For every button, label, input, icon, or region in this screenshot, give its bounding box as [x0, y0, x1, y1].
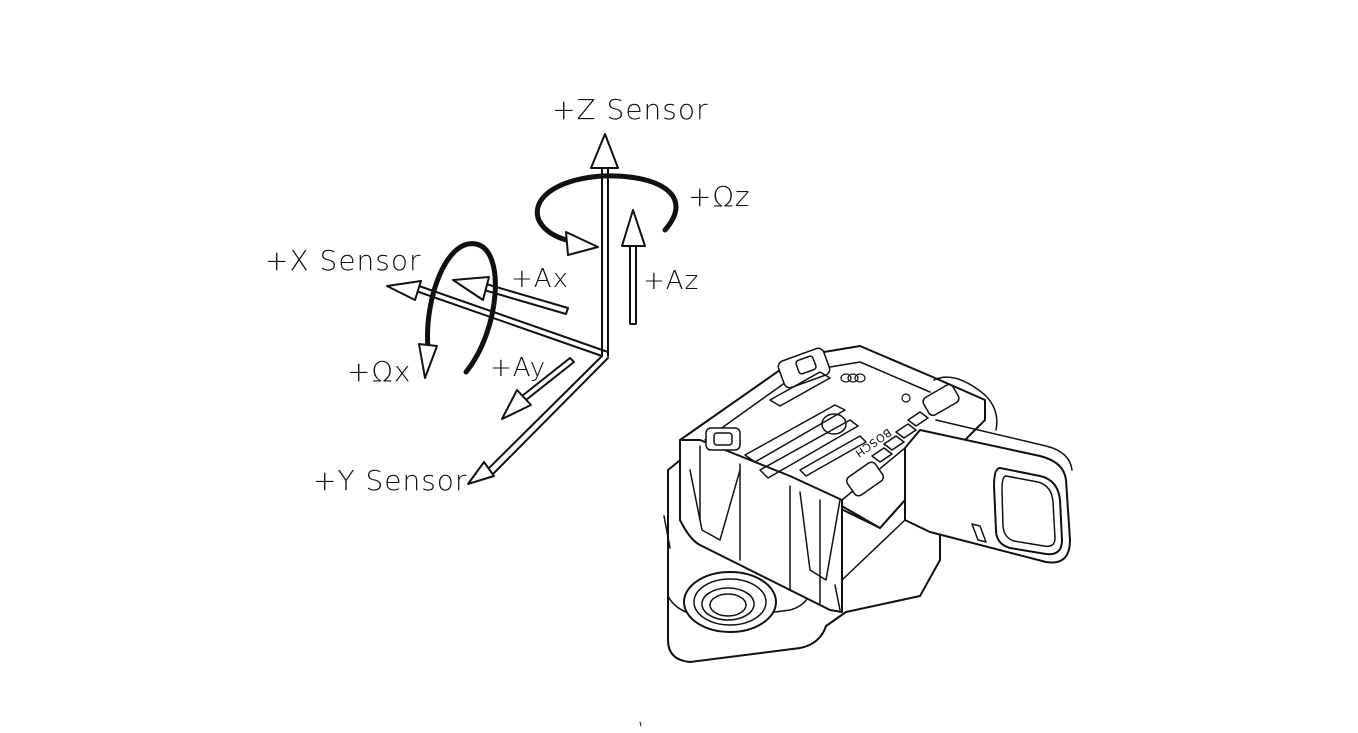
accel-y-label: +Ay: [490, 353, 546, 383]
accel-x-arrow: [452, 276, 569, 315]
x-sensor-label: +X Sensor: [265, 244, 422, 277]
y-sensor-label: +Y Sensor: [313, 464, 467, 497]
z-sensor-label: +Z Sensor: [552, 93, 709, 126]
y-axis-arrow: [467, 355, 609, 485]
accel-z-arrow: [621, 209, 646, 325]
accel-x-label: +Ax: [511, 264, 569, 294]
mounting-hole: [683, 571, 777, 633]
accel-y-arrow: [501, 357, 575, 420]
rings-marking: [840, 373, 866, 383]
rotation-x-arrow: [418, 241, 498, 379]
x-axis-arrow: [386, 280, 609, 357]
omega-x-label: +Ωx: [347, 355, 411, 388]
z-axis-arrow: [590, 133, 619, 357]
omega-z-label: +Ωz: [688, 180, 751, 213]
connector: [904, 376, 1073, 564]
rotation-z-arrow: [534, 173, 679, 256]
accel-z-label: +Az: [643, 266, 699, 296]
axis-lines: [386, 133, 619, 485]
sensor-module-drawing: BOSCH: [663, 345, 1073, 663]
